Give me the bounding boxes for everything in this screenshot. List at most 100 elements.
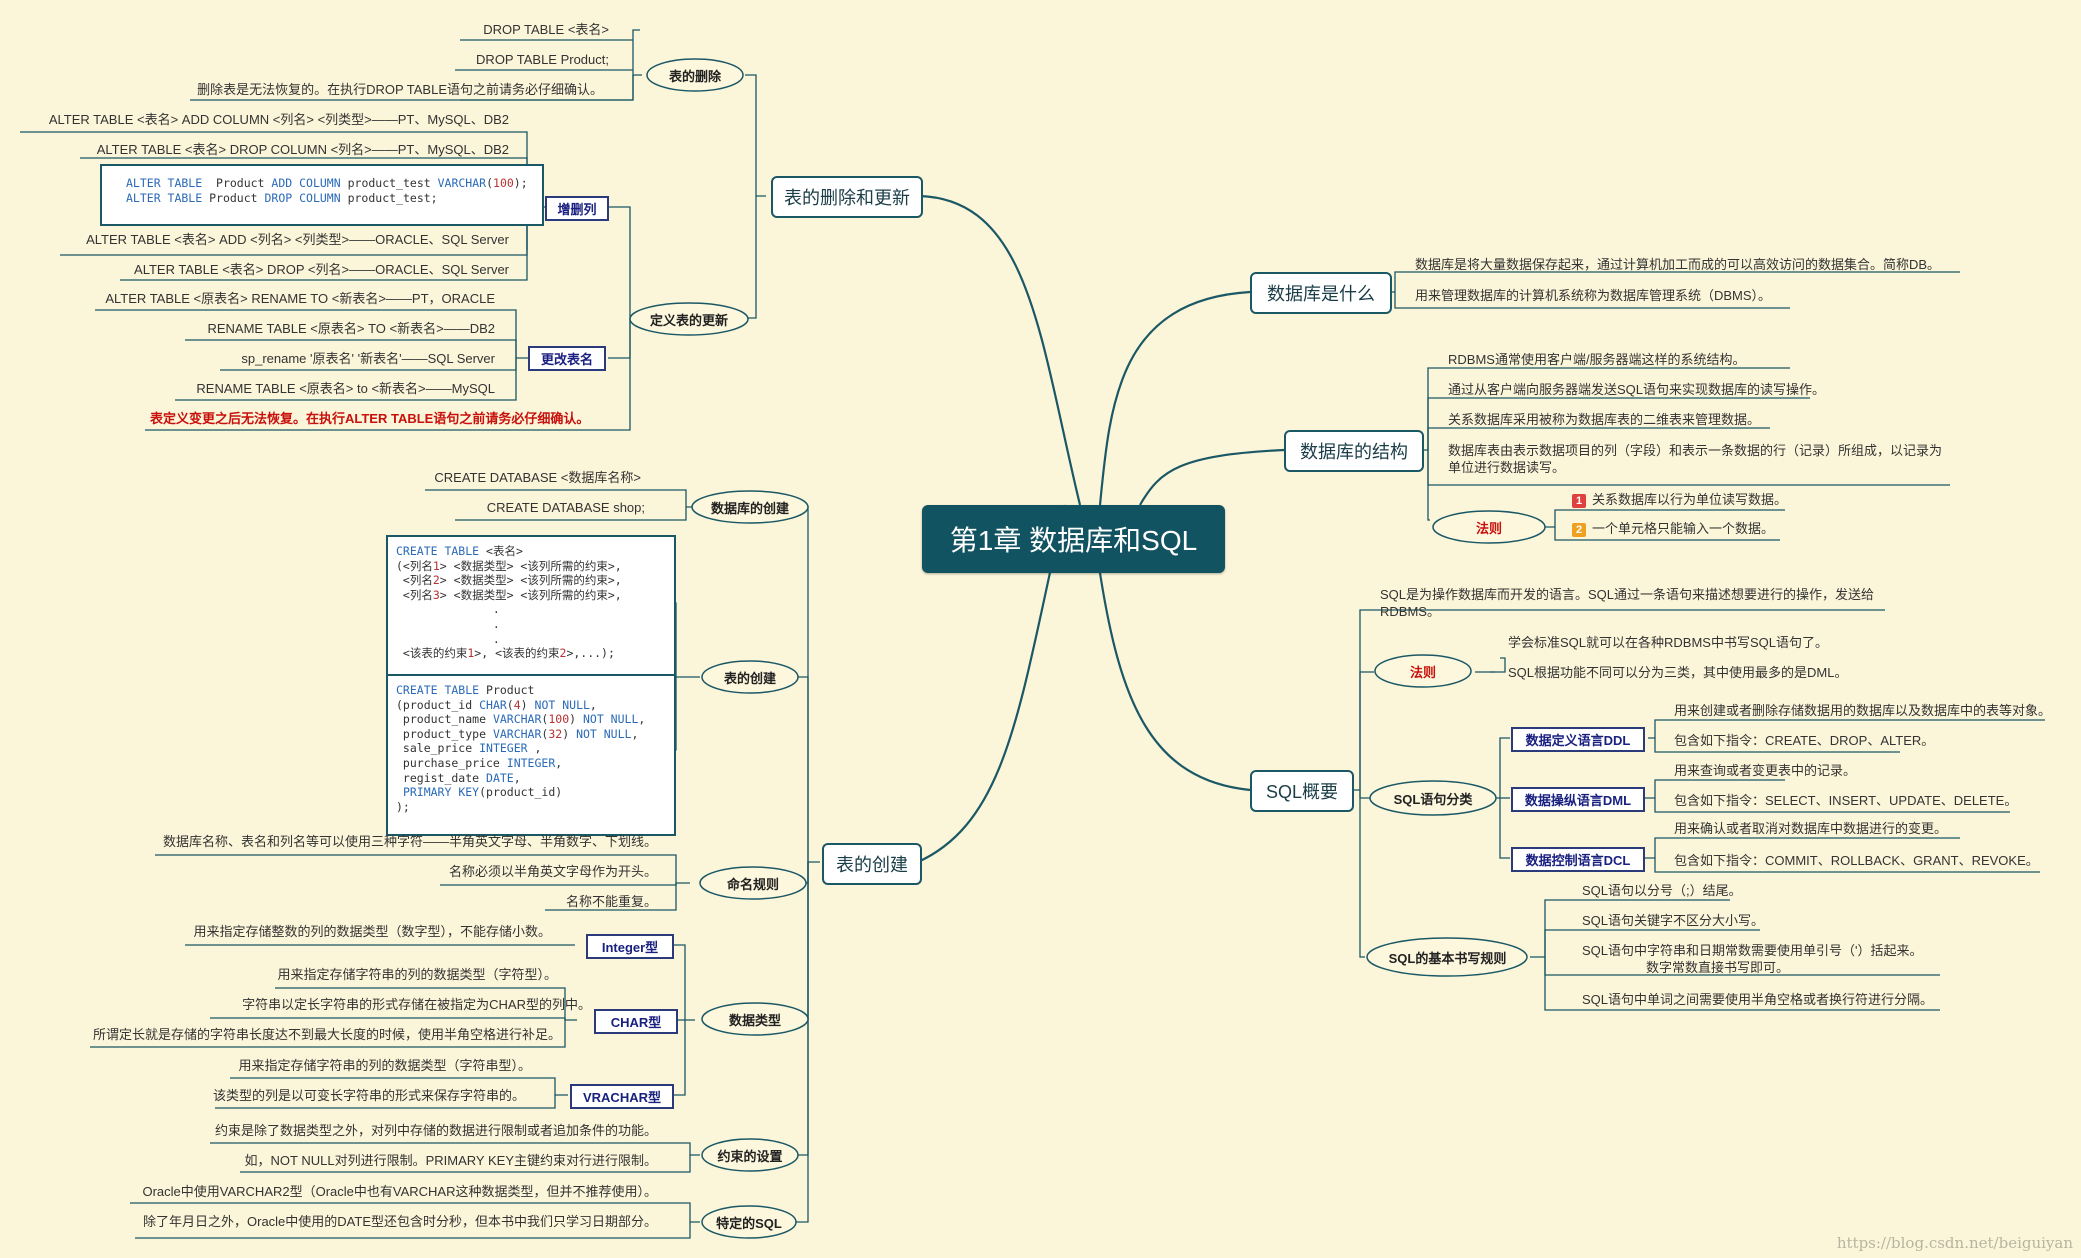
code-line: product_name VARCHAR(100) NOT NULL, [396,712,646,727]
rule-2-text: 一个单元格只能输入一个数据。 [1592,521,1775,536]
varchar-item-1: 用来指定存储字符串的列的数据类型（字符串型）。 [238,1058,531,1073]
delete-item-2: DROP TABLE Product; [476,52,609,67]
code-line: <列名3> <数据类型> <该列所需的约束>, [396,587,622,602]
class-dcl-cmds: 包含如下指令：COMMIT、ROLLBACK、GRANT、REVOKE。 [1674,853,2039,868]
rule-1-badge: 1 [1572,493,1586,508]
rename-item-1: ALTER TABLE <原表名> RENAME TO <新表名>——PT，OR… [105,291,495,306]
add-col-item-3: ALTER TABLE <表名> ADD <列名> <列类型>——ORACLE、… [86,232,509,247]
class-dml-cmds: 包含如下指令：SELECT、INSERT、UPDATE、DELETE。 [1674,793,2018,808]
naming-item-1: 数据库名称、表名和列名等可以使用三种字符——半角英文字母、半角数字、下划线。 [162,834,657,849]
db-create-item-1: CREATE DATABASE <数据库名称> [434,470,641,485]
code-line: <列名2> <数据类型> <该列所需的约束>, [396,573,622,588]
add-drop-column-box[interactable]: 增删列 [545,196,609,221]
basic-rule-1: SQL语句以分号（;）结尾。 [1582,883,1742,898]
sql-basic-rules-node[interactable]: SQL的基本书写规则 [1365,935,1530,979]
sql-classify-node[interactable]: SQL语句分类 [1368,778,1498,818]
topic-table-creation[interactable]: 表的创建 [822,843,922,885]
char-item-1: 用来指定存储字符串的列的数据类型（字符型）。 [277,967,557,982]
specific-sql-node[interactable]: 特定的SQL [700,1203,798,1241]
code-line: CREATE TABLE <表名> [396,544,523,558]
data-types-node[interactable]: 数据类型 [700,1000,810,1038]
naming-rules-node[interactable]: 命名规则 [698,864,808,902]
special-item-2: 除了年月日之外，Oracle中使用的DATE型还包含时分秒，但本书中我们只学习日… [143,1214,657,1229]
structure-item-3: 关系数据库采用被称为数据库表的二维表来管理数据。 [1448,412,1761,427]
rename-item-3: sp_rename '原表名' '新表名'——SQL Server [241,351,495,366]
code-line: (<列名1> <数据类型> <该列所需的约束>, [396,558,622,573]
class-dcl[interactable]: 数据控制语言DCL [1511,847,1645,872]
cloud-shape [629,302,749,336]
code-line: . [396,631,500,646]
rule-2-badge: 2 [1572,522,1586,537]
cloud-shape [646,58,744,92]
db-create-node[interactable]: 数据库的创建 [690,488,810,526]
table-update-node[interactable]: 定义表的更新 [628,300,750,338]
code-line: (product_id CHAR(4) NOT NULL, [396,697,597,712]
topic-what-is-database[interactable]: 数据库是什么 [1250,272,1392,314]
cloud-shape [1432,510,1546,544]
class-dml[interactable]: 数据操纵语言DML [1511,787,1645,812]
table-delete-label: 表的删除 [668,68,721,84]
delete-item-3: 删除表是无法恢复的。在执行DROP TABLE语句之前请务必仔细确认。 [197,82,603,97]
basic-rule-4: SQL语句中单词之间需要使用半角空格或者换行符进行分隔。 [1582,992,1934,1007]
table-create-node[interactable]: 表的创建 [700,658,800,696]
add-col-item-2: ALTER TABLE <表名> DROP COLUMN <列名>——PT、My… [96,142,509,157]
root-topic[interactable]: 第1章 数据库和SQL [922,505,1225,573]
sql-rule-1: 学会标准SQL就可以在各种RDBMS中书写SQL语句了。 [1508,635,1828,650]
cloud-shape [1366,937,1528,977]
type-char-box[interactable]: CHAR型 [594,1009,678,1034]
cloud-shape [1369,780,1497,816]
code-line: regist_date DATE, [396,770,521,785]
cloud-shape [701,1205,797,1239]
constraints-node[interactable]: 约束的设置 [700,1136,800,1174]
code-line: ); [396,799,410,814]
structure-rule-2: 2 一个单元格只能输入一个数据。 [1572,520,1774,540]
alter-warning: 表定义变更之后无法恢复。在执行ALTER TABLE语句之前请务必仔细确认。 [150,411,590,426]
alter-code-block: ALTER TABLE Product ADD COLUMN product_t… [100,164,544,226]
table-create-label: 表的创建 [723,670,776,686]
naming-item-3: 名称不能重复。 [565,894,657,909]
topic-table-delete-update[interactable]: 表的删除和更新 [771,176,923,218]
table-update-label: 定义表的更新 [649,312,728,328]
table-delete-node[interactable]: 表的删除 [645,56,745,94]
code-line: sale_price INTEGER , [396,741,542,756]
structure-item-1: RDBMS通常使用客户端/服务器端这样的系统结构。 [1448,352,1746,367]
code-line: CREATE TABLE Product [396,683,535,697]
topic-database-structure[interactable]: 数据库的结构 [1284,430,1424,472]
create-generic-code: CREATE TABLE <表名> (<列名1> <数据类型> <该列所需的约束… [386,535,676,679]
rule-1-text: 关系数据库以行为单位读写数据。 [1592,492,1788,507]
watermark: https://blog.csdn.net/beiguiyan [1836,1234,2073,1252]
constraint-item-2: 如，NOT NULL对列进行限制。PRIMARY KEY主键约束对行进行限制。 [244,1153,657,1168]
class-ddl[interactable]: 数据定义语言DDL [1511,727,1645,752]
add-col-item-1: ALTER TABLE <表名> ADD COLUMN <列名> <列类型>——… [48,112,509,127]
cloud-shape [1374,654,1472,688]
delete-item-1: DROP TABLE <表名> [483,22,609,37]
special-item-1: Oracle中使用VARCHAR2型（Oracle中也有VARCHAR这种数据类… [142,1184,657,1199]
structure-rules-node[interactable]: 法则 [1430,508,1548,546]
char-item-3: 所谓定长就是存储的字符串长度达不到最大长度的时候，使用半角空格进行补足。 [92,1027,561,1042]
code-line: purchase_price INTEGER, [396,755,563,770]
basic-rule-2: SQL语句关键字不区分大小写。 [1582,913,1765,928]
structure-item-4: 数据库表由表示数据项目的列（字段）和表示一条数据的行（记录）所组成，以记录为单位… [1448,443,1943,475]
sql-rules-node[interactable]: 法则 [1373,652,1473,690]
type-integer-box[interactable]: Integer型 [586,934,674,959]
data-types-label: 数据类型 [728,1012,781,1028]
sql-basic-rules-label: SQL的基本书写规则 [1388,950,1507,966]
class-ddl-cmds: 包含如下指令：CREATE、DROP、ALTER。 [1674,733,1935,748]
cloud-shape [699,866,807,900]
varchar-item-2: 该类型的列是以可变长字符串的形式来保存字符串的。 [212,1088,525,1103]
rename-item-4: RENAME TABLE <原表名> to <新表名>——MySQL [196,381,495,396]
rename-table-box[interactable]: 更改表名 [528,346,606,371]
class-dml-desc: 用来查询或者变更表中的记录。 [1674,763,1857,778]
cloud-shape [701,1002,809,1036]
rename-item-2: RENAME TABLE <原表名> TO <新表名>——DB2 [207,321,495,336]
code-line: . [396,616,500,631]
what-item-2: 用来管理数据库的计算机系统称为数据库管理系统（DBMS）。 [1415,288,1772,303]
constraint-item-1: 约束是除了数据类型之外，对列中存储的数据进行限制或者追加条件的功能。 [214,1123,657,1138]
type-varchar-box[interactable]: VRACHAR型 [570,1084,674,1109]
sql-rule-2: SQL根据功能不同可以分为三类，其中使用最多的是DML。 [1508,665,1848,680]
code-line: . [396,602,500,617]
cloud-shape [691,490,809,524]
topic-sql-overview[interactable]: SQL概要 [1250,770,1354,812]
structure-rules-label: 法则 [1475,520,1502,536]
